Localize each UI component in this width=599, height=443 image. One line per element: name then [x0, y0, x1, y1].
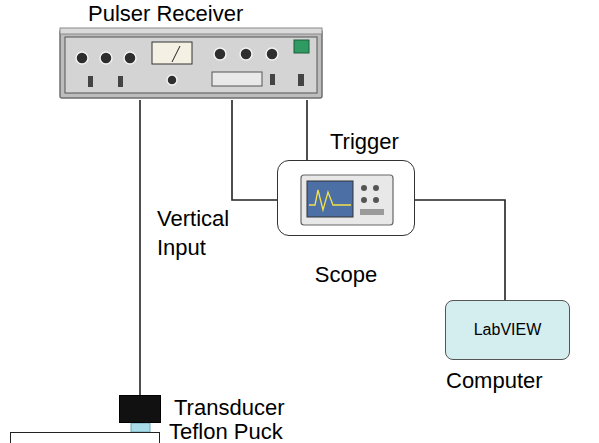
- cable-line: [306, 100, 308, 160]
- cable-line: [232, 100, 277, 200]
- toggle-switch: [118, 76, 123, 87]
- cable-line: [139, 100, 141, 395]
- device-label: Computer: [446, 369, 543, 393]
- signal-label: Trigger: [328, 128, 401, 157]
- part-label: Teflon Puck: [169, 420, 283, 443]
- toggle-switch: [298, 74, 304, 86]
- meter-needle: [172, 46, 180, 62]
- scope-knob: [373, 185, 379, 191]
- transducer-block: Transducer: [119, 395, 161, 423]
- scope-trace: [309, 190, 351, 210]
- oscilloscope-icon: [301, 175, 393, 225]
- scope-knob: [373, 197, 379, 203]
- front-panel: [65, 37, 317, 93]
- part-label: Transducer: [174, 396, 284, 420]
- toggle-switch: [88, 76, 93, 87]
- scope-screen: [307, 181, 353, 217]
- knob: [240, 48, 252, 60]
- power-button: [294, 40, 309, 53]
- knob: [76, 52, 88, 64]
- device-body: [60, 30, 322, 98]
- switch-block: [212, 72, 262, 86]
- scope-knob: [361, 185, 367, 191]
- cable-line: [415, 200, 505, 300]
- device-heading: Pulser Receiver: [88, 2, 243, 26]
- knob: [214, 48, 226, 60]
- knob: [266, 48, 278, 60]
- scope-buttons: [360, 209, 384, 215]
- device-top: [60, 28, 322, 34]
- computer-box: LabVIEWComputer: [445, 300, 570, 360]
- meter-window: [152, 42, 192, 64]
- device-label: Scope: [315, 263, 377, 287]
- knob: [124, 52, 136, 64]
- scope-body: [301, 175, 393, 225]
- toggle-switch: [270, 74, 275, 85]
- knob: [167, 75, 177, 85]
- scope-knob: [361, 197, 367, 203]
- knob: [100, 52, 112, 64]
- transducer-stem: [131, 423, 150, 432]
- signal-label: Vertical Input: [155, 205, 267, 262]
- pulser-receiver: Pulser Receiver: [60, 28, 322, 100]
- software-label: LabVIEW: [474, 321, 542, 339]
- scope-box: Scope: [277, 160, 415, 236]
- teflon-puck: Teflon Puck: [10, 432, 160, 443]
- pulser-receiver-device: [60, 28, 322, 98]
